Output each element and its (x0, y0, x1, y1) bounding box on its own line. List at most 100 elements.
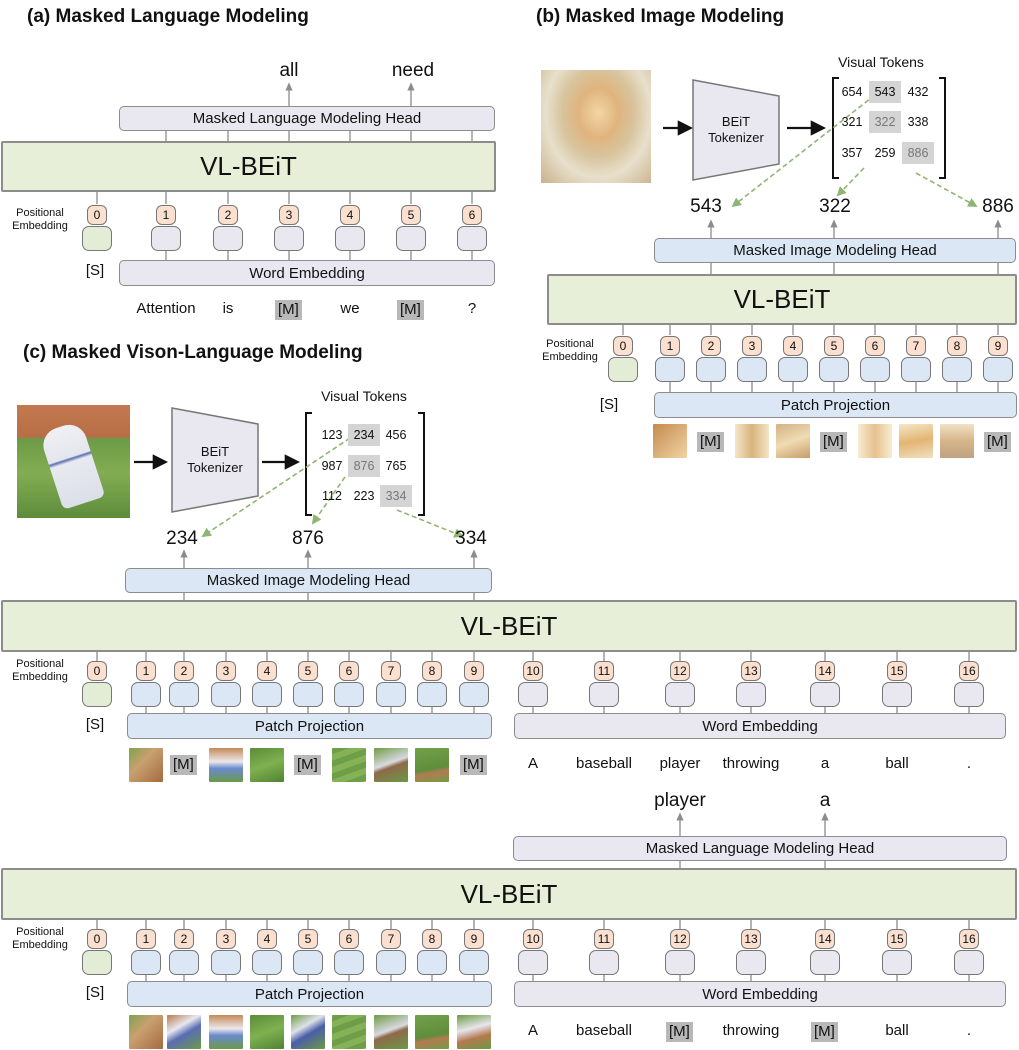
panel-c-cls-label-2: [S] (85, 984, 105, 1001)
matrix-left-bracket (832, 77, 839, 179)
panel-a-cls-label: [S] (85, 262, 105, 279)
panel-c-word-embedding-1: Word Embedding (514, 713, 1006, 739)
tokenizer-trapezoid-icon (692, 79, 780, 181)
panel-c-patch-7 (415, 748, 449, 782)
panel-b-backbone: VL-BEiT (547, 274, 1017, 325)
panel-c-word-2: player (659, 755, 701, 772)
tokenizer-label: BEiT Tokenizer (708, 114, 764, 145)
panel-b-position-9: 9 (988, 336, 1008, 356)
panel-c-row2-token-10 (518, 950, 548, 975)
panel-a-word-4: [M] (397, 300, 424, 320)
panel-c-word2-3: throwing (722, 1022, 780, 1039)
panel-b-position-2: 2 (701, 336, 721, 356)
panel-a-position-1: 1 (156, 205, 176, 225)
panel-c-row2-token-0 (82, 950, 112, 975)
panel-c-row2-position-0: 0 (87, 929, 107, 949)
panel-c-row2-token-5 (293, 950, 323, 975)
panel-a-token-4 (335, 226, 365, 251)
panel-b-position-0: 0 (613, 336, 633, 356)
panel-c-row1-token-9 (459, 682, 489, 707)
panel-b-token-cell: 259 (874, 146, 896, 160)
panel-c-row2-token-15 (882, 950, 912, 975)
panel-c-row1-token-4 (252, 682, 282, 707)
panel-c-word2-1: baseball (576, 1022, 632, 1039)
panel-c-token-cell: 987 (321, 459, 343, 473)
panel-c-row2-position-1: 1 (136, 929, 156, 949)
panel-c-row1-position-12: 12 (670, 661, 690, 681)
panel-c-title: (c) Masked Vison-Language Modeling (23, 342, 363, 363)
panel-c-row1-token-2 (169, 682, 199, 707)
panel-c-row2-position-15: 15 (887, 929, 907, 949)
panel-c-row2-position-2: 2 (174, 929, 194, 949)
panel-a-mlm-head: Masked Language Modeling Head (119, 106, 495, 131)
panel-c-row1-token-10 (518, 682, 548, 707)
panel-b-token-cell: 654 (841, 85, 863, 99)
panel-c-row1-token-16 (954, 682, 984, 707)
panel-a-token-5 (396, 226, 426, 251)
panel-b-token-9 (983, 357, 1013, 382)
panel-c-token-cell: 876 (348, 455, 380, 477)
panel-c-patch-projection-2: Patch Projection (127, 981, 492, 1007)
panel-c-row1-position-6: 6 (339, 661, 359, 681)
dashed-arrow-icon (731, 94, 876, 208)
dashed-arrow-icon (836, 167, 865, 197)
panel-c-mask-1: [M] (294, 755, 321, 775)
panel-b-patch-0 (653, 424, 687, 458)
panel-b-patch-5 (858, 424, 892, 458)
panel-c-row1-token-6 (334, 682, 364, 707)
panel-c-word2-2: [M] (666, 1022, 693, 1042)
panel-b-output-0: 543 (690, 196, 722, 217)
panel-b-position-7: 7 (906, 336, 926, 356)
panel-c-word-embedding-2: Word Embedding (514, 981, 1006, 1007)
matrix-left-bracket (305, 412, 312, 516)
panel-c-row2-token-8 (417, 950, 447, 975)
panel-a-position-4: 4 (340, 205, 360, 225)
panel-c-row2-token-6 (334, 950, 364, 975)
panel-a-word-1: is (222, 300, 234, 317)
panel-c-row1-position-9: 9 (464, 661, 484, 681)
panel-c-row2-position-4: 4 (257, 929, 277, 949)
panel-c-backbone-2: VL-BEiT (1, 868, 1017, 920)
panel-b-token-4 (778, 357, 808, 382)
panel-b-token-cell: 338 (907, 115, 929, 129)
panel-c-row1-position-11: 11 (594, 661, 614, 681)
panel-c-word-6: . (966, 755, 972, 772)
panel-b-patch-6 (899, 424, 933, 458)
panel-c-patch-2 (209, 748, 243, 782)
tokenizer-label: BEiT Tokenizer (187, 444, 243, 475)
panel-c-row1-token-14 (810, 682, 840, 707)
panel-c-row1-position-0: 0 (87, 661, 107, 681)
panel-c-row1-token-5 (293, 682, 323, 707)
panel-b-mask-1: [M] (820, 432, 847, 452)
panel-b-token-7 (901, 357, 931, 382)
panel-b-position-1: 1 (660, 336, 680, 356)
panel-c-row2-token-14 (810, 950, 840, 975)
panel-b-output-2: 886 (982, 196, 1014, 217)
panel-c-patch-0 (129, 748, 163, 782)
panel-a-positional-label: Positional Embedding (12, 207, 68, 232)
panel-b-token-cell: 357 (841, 146, 863, 160)
panel-b-token-8 (942, 357, 972, 382)
panel-c-row1-token-0 (82, 682, 112, 707)
panel-c-patch2-2 (209, 1015, 243, 1049)
panel-c-visual-tokens-label: Visual Tokens (321, 388, 407, 404)
panel-b-token-cell: 886 (902, 142, 934, 164)
panel-c-image-output-0: 234 (166, 528, 198, 549)
panel-c-word-4: a (820, 755, 830, 772)
panel-c-row1-token-13 (736, 682, 766, 707)
panel-c-row1-position-10: 10 (523, 661, 543, 681)
panel-c-row2-token-12 (665, 950, 695, 975)
panel-c-patch2-4 (291, 1015, 325, 1049)
panel-c-token-cell: 334 (380, 485, 412, 507)
panel-b-positional-label: Positional Embedding (542, 338, 598, 363)
panel-c-word2-5: ball (885, 1022, 909, 1039)
panel-c-row1-position-13: 13 (741, 661, 761, 681)
panel-b-position-8: 8 (947, 336, 967, 356)
panel-c-row2-position-10: 10 (523, 929, 543, 949)
panel-b-token-cell: 322 (869, 111, 901, 133)
panel-b-token-5 (819, 357, 849, 382)
panel-c-row2-position-11: 11 (594, 929, 614, 949)
panel-a-word-0: Attention (136, 300, 196, 317)
panel-b-cls-label: [S] (599, 396, 619, 413)
matrix-right-bracket (418, 412, 425, 516)
